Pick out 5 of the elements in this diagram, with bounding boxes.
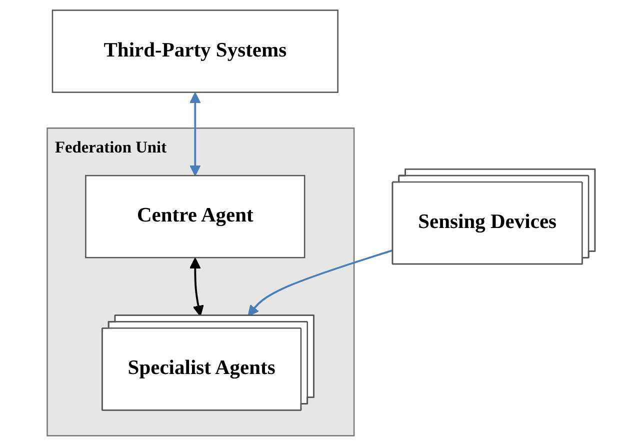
arrow	[189, 92, 201, 176]
arrow	[248, 249, 394, 316]
arrow	[189, 258, 204, 316]
node-box: Third-Party Systems	[52, 10, 338, 93]
node-box: Centre Agent	[84, 174, 306, 258]
